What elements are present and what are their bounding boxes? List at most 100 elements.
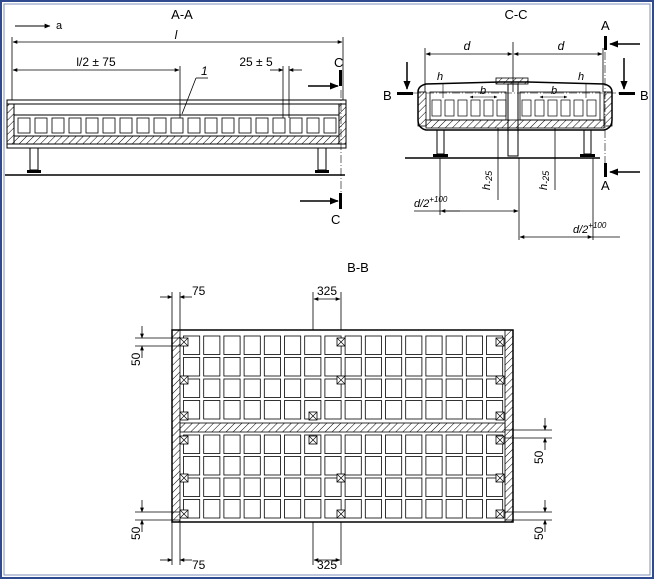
- bb-anchor-cross-b: [495, 337, 505, 347]
- cc-slat: [496, 99, 507, 117]
- aa-slat: [136, 117, 150, 134]
- aa-slat: [170, 117, 184, 134]
- view-cc: C-C d d A A B B: [383, 7, 649, 240]
- view-cc-title: C-C: [504, 7, 527, 22]
- bb-cell: [223, 499, 241, 519]
- view-aa-title: A-A: [171, 7, 193, 22]
- cc-dim-d-left-label: d: [464, 39, 471, 53]
- bb-cell: [385, 477, 403, 497]
- bb-dim325-bot-label: 325: [317, 558, 337, 572]
- bb-dim325-top-label: 325: [317, 284, 337, 298]
- bb-cell: [183, 378, 201, 398]
- bb-anchor-mark: [495, 337, 505, 347]
- bb-cell: [324, 499, 342, 519]
- bb-cell: [263, 434, 281, 454]
- bb-cell: [324, 400, 342, 420]
- bb-cell: [284, 477, 302, 497]
- cut-c-top-label: C: [334, 55, 343, 70]
- cc-slat: [547, 99, 558, 117]
- bb-anchor-mark: [179, 473, 189, 483]
- bb-cell: [203, 357, 221, 377]
- aa-slat: [323, 117, 337, 134]
- view-bb-title: B-B: [347, 260, 369, 275]
- bb-cell: [203, 499, 221, 519]
- bb-anchor-cross-b: [495, 473, 505, 483]
- cc-h-right-label: h: [578, 71, 584, 83]
- aa-slat: [238, 117, 252, 134]
- bb-dim50-rb-label: 50: [532, 526, 546, 540]
- aa-slat: [85, 117, 99, 134]
- bb-anchor-cross-b: [308, 411, 318, 421]
- bb-anchor-cross-b: [336, 509, 346, 519]
- cc-foot-left: [433, 154, 448, 157]
- bb-cell: [324, 456, 342, 476]
- bb-cell: [465, 456, 483, 476]
- cc-d2-left-label: d/2+100: [414, 195, 448, 210]
- bb-cell: [385, 357, 403, 377]
- aa-bottom-frame: [13, 135, 340, 145]
- bb-cell: [183, 357, 201, 377]
- cc-h25-right-sub: -25: [541, 170, 551, 184]
- aa-slat: [153, 117, 167, 134]
- aa-slat: [68, 117, 82, 134]
- cc-slat: [431, 99, 442, 117]
- cc-d2-right-label: d/2+100: [573, 221, 607, 236]
- bb-cell: [284, 378, 302, 398]
- bb-cell: [284, 499, 302, 519]
- cut-a-top-label: A: [601, 18, 610, 33]
- bb-anchor-mark: [336, 375, 346, 385]
- bb-anchor-mark: [308, 435, 318, 445]
- bb-cell: [445, 357, 463, 377]
- bb-cell: [364, 357, 382, 377]
- bb-cell: [486, 357, 504, 377]
- bb-cell: [405, 499, 423, 519]
- bb-cell: [304, 357, 322, 377]
- bb-cell: [263, 400, 281, 420]
- cc-d2-right-sup: +100: [588, 221, 607, 230]
- bb-cell: [203, 335, 221, 355]
- bb-cell: [243, 434, 261, 454]
- cc-grid-left: [429, 91, 507, 121]
- bb-cell: [486, 477, 504, 497]
- cut-b-right-label: B: [640, 88, 649, 103]
- bb-cell: [364, 499, 382, 519]
- bb-anchor-cross-b: [179, 435, 189, 445]
- bb-cell: [445, 434, 463, 454]
- cc-bottom-frame: [425, 119, 605, 129]
- bb-cell: [465, 357, 483, 377]
- bb-cell: [284, 400, 302, 420]
- bb-cell: [263, 477, 281, 497]
- bb-cell: [364, 434, 382, 454]
- bb-cell: [425, 477, 443, 497]
- cc-slat: [444, 99, 455, 117]
- bb-cell: [203, 400, 221, 420]
- dim-25-label: 25 ± 5: [239, 55, 273, 69]
- bb-cell: [364, 335, 382, 355]
- bb-anchor-mark: [179, 375, 189, 385]
- bb-dim75-top-label: 75: [192, 284, 206, 298]
- bb-cell: [364, 400, 382, 420]
- aa-slat: [51, 117, 65, 134]
- bb-anchor-mark: [336, 337, 346, 347]
- bb-cell: [385, 499, 403, 519]
- bb-anchor-cross-b: [495, 509, 505, 519]
- bb-center-beam: [179, 422, 506, 433]
- bb-cell: [324, 434, 342, 454]
- cut-a-bottom-label: A: [601, 178, 610, 193]
- aa-foot-right: [315, 170, 329, 173]
- bb-cell: [243, 499, 261, 519]
- cc-d2-right-main: d/2: [573, 224, 588, 236]
- aa-slat: [17, 117, 31, 134]
- bb-anchor-mark: [179, 337, 189, 347]
- bb-grid-cells: [183, 335, 504, 519]
- bb-anchor-marks: [179, 337, 505, 519]
- bb-cell: [405, 335, 423, 355]
- bb-cell: [344, 434, 362, 454]
- cut-c-bottom-bar: [339, 193, 342, 209]
- bb-cell: [465, 335, 483, 355]
- bb-anchor-cross-b: [179, 473, 189, 483]
- bb-dim50-rm-label: 50: [532, 450, 546, 464]
